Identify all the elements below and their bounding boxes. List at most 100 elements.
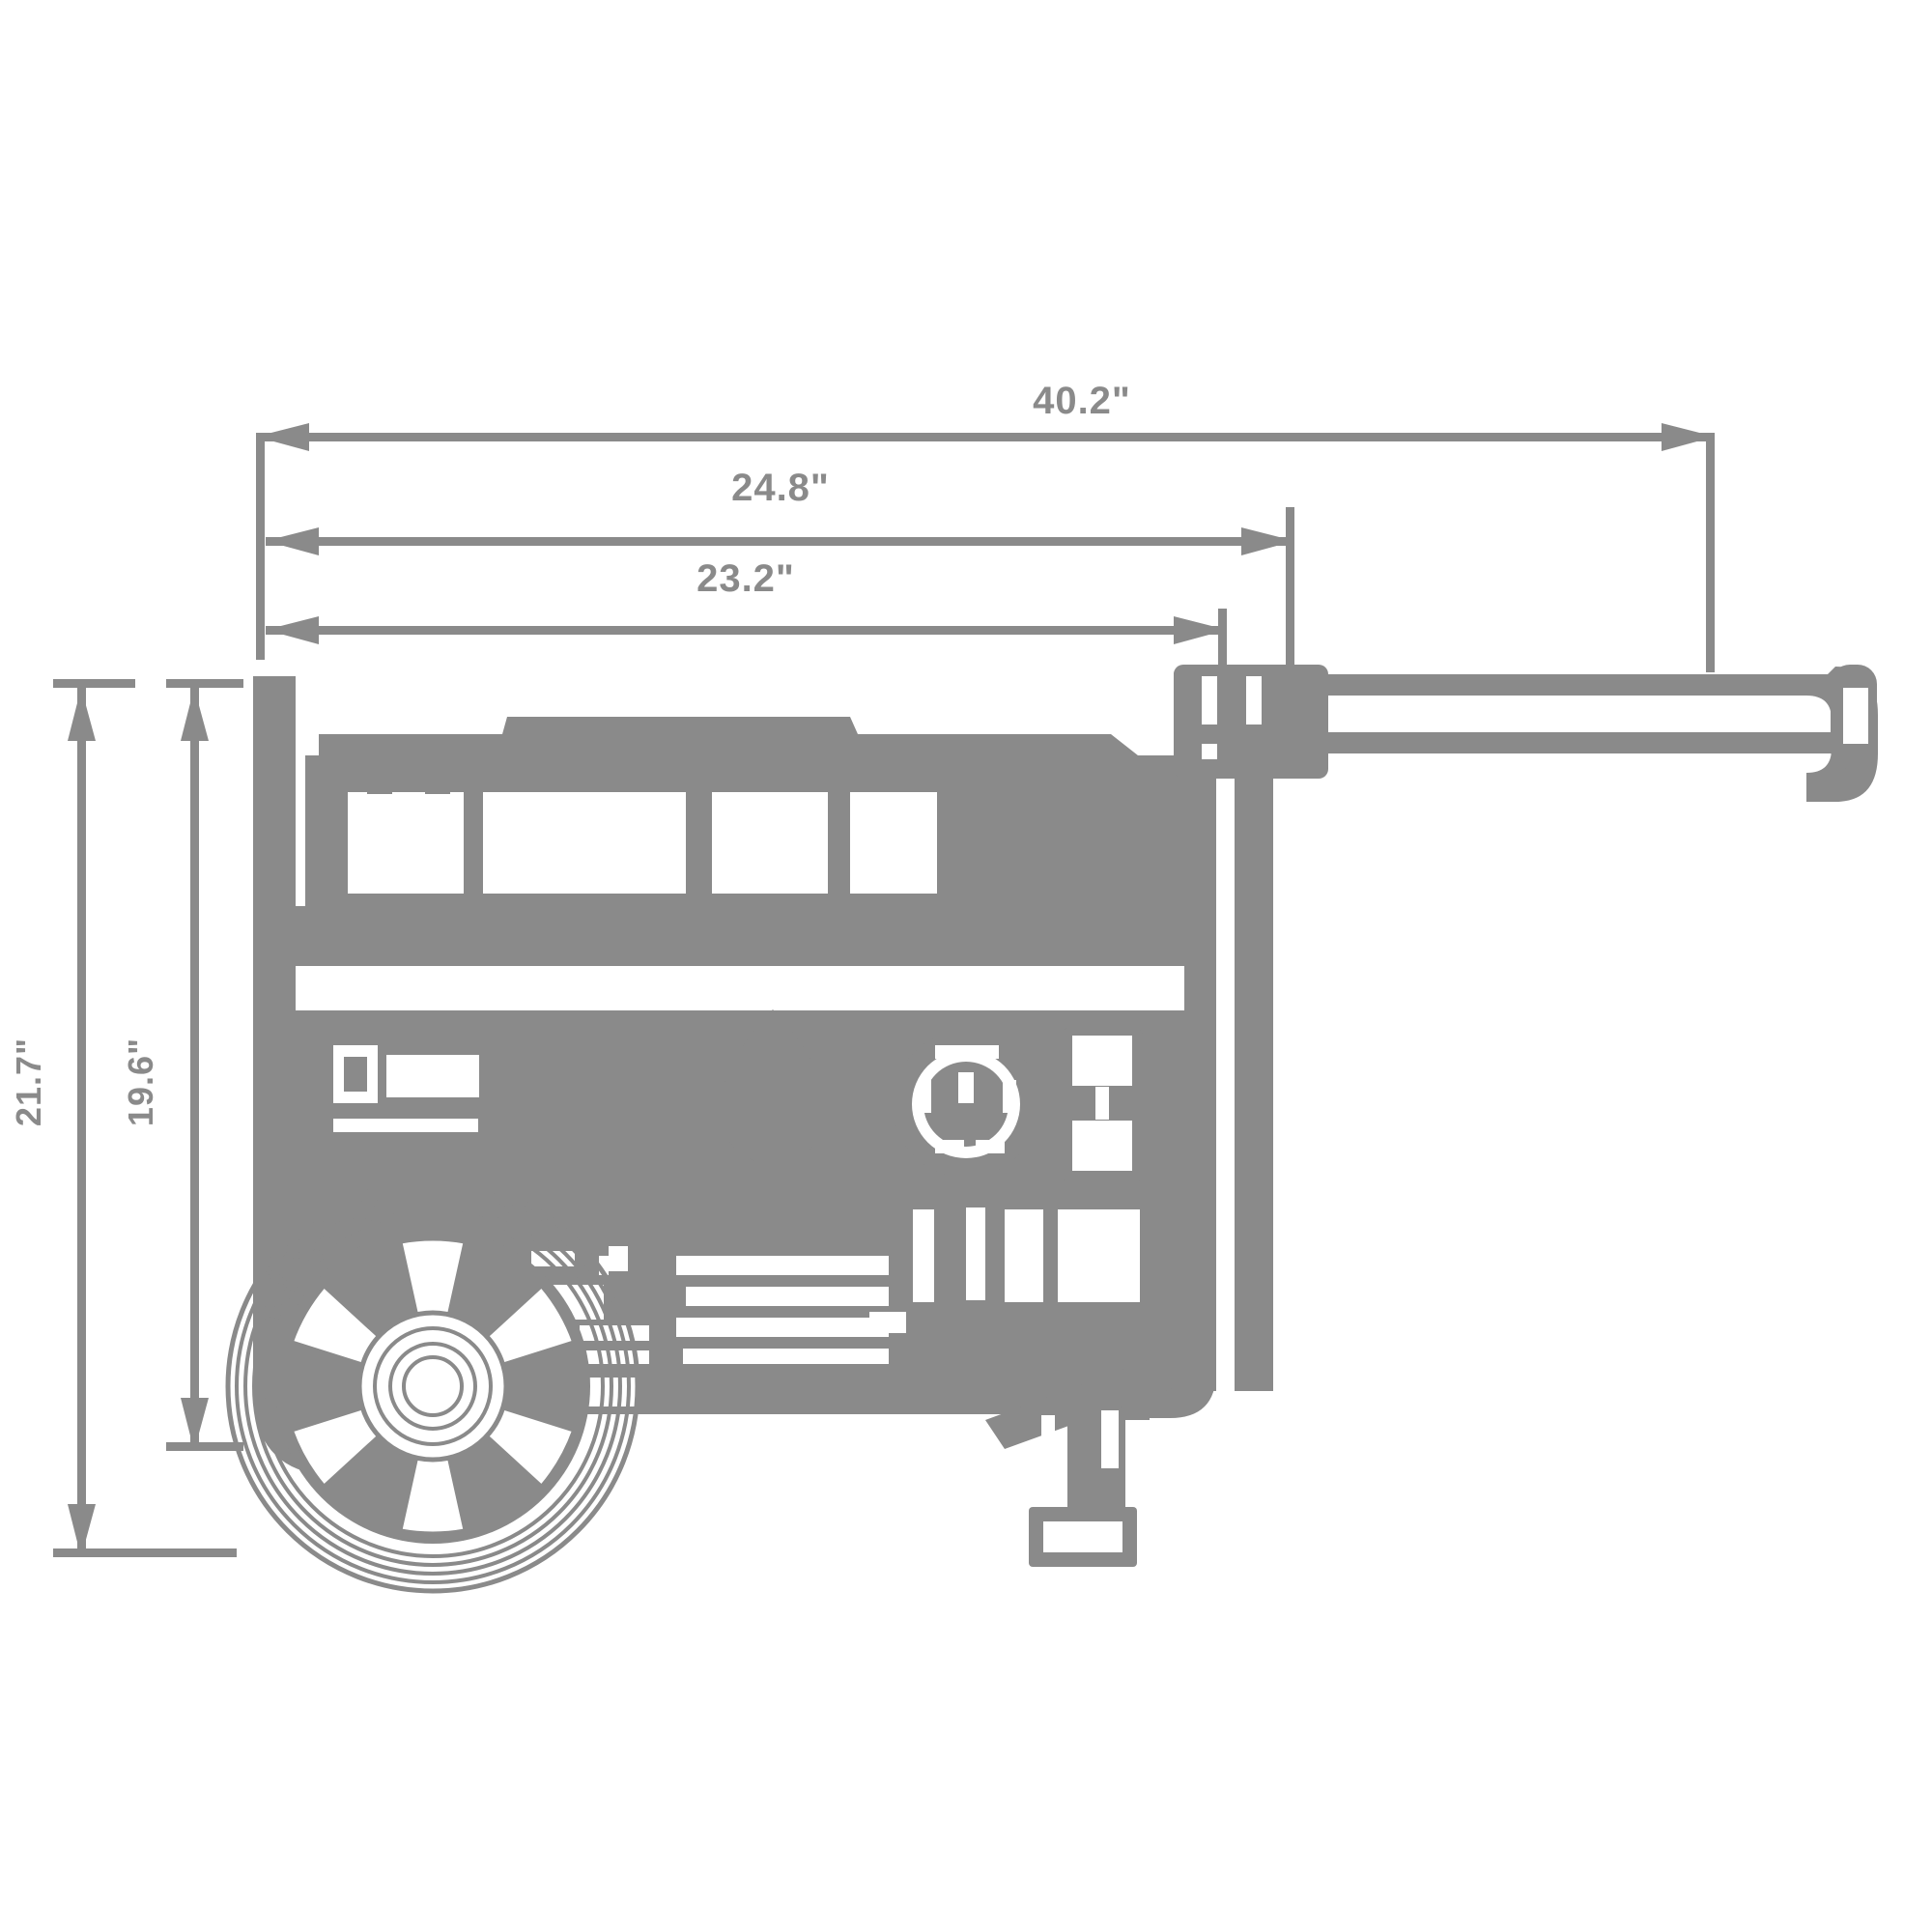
ext-line-right-248 [1286,507,1294,681]
dim-arrow-top-217 [68,688,96,741]
twistlock-slot-left [918,1080,931,1113]
dimension-frame-height [166,679,243,1451]
wheel-tire-ring-2 [235,1188,631,1584]
support-foot-slot-l [1041,1415,1055,1471]
fuel-drop-icon [720,1009,826,1164]
handle-bracket-slot-1 [1202,676,1217,724]
engine-detail-a [599,1256,609,1275]
duplex-upper-face [1072,1036,1132,1086]
tank-lower-shelf [296,906,1184,966]
breaker-underline [333,1119,478,1132]
dim-arrow-right-232 [1174,616,1227,644]
engine-fin-3 [676,1318,889,1337]
dimension-overall-height [53,679,237,1557]
dim-label-overall-width: 40.2" [1033,380,1131,422]
twist-lock-outlet-icon[interactable] [893,1031,1039,1178]
tank-recess-far-right [850,792,937,894]
twistlock-slot-center [958,1072,974,1103]
control-panel [296,1009,1184,1204]
dim-line-40 [256,433,1715,441]
choke-switch-icon[interactable] [826,1019,901,1152]
frame-right-lower-brace [1235,1304,1273,1364]
twistlock-inner-ring [923,1062,1009,1147]
muffler-gap-2 [966,1208,985,1300]
twistlock-notch-bottom-left [935,1140,964,1153]
breaker-toggle[interactable] [344,1057,367,1092]
support-foot [1029,1410,1137,1567]
duplex-slot [1095,1087,1109,1120]
wheel-6-spoke [225,1179,640,1594]
support-brace-angled [985,1352,1186,1449]
dim-arrow-left-40 [256,423,309,451]
dim-label-inner-width: 23.2" [696,557,795,600]
wheel-tire-ring-5 [261,1214,605,1558]
muffler-gap-3 [1005,1209,1043,1302]
tank-recess-left [348,792,464,894]
ext-line-left-40 [256,433,265,660]
breaker-cluster[interactable] [333,1045,479,1132]
breaker-label-plate [386,1055,479,1097]
control-panel-top-edge [296,1010,1184,1026]
dim-label-frame-width: 24.8" [731,467,830,509]
dimension-frame-width [266,507,1294,681]
tank-detail-bump-1 [367,779,392,794]
ext-line-top-196 [166,679,243,688]
duplex-lower-face [1072,1121,1132,1171]
support-foot-pad-void [1043,1521,1122,1552]
wheel-tire-ring-4 [252,1206,613,1567]
engine-detail-f [580,1350,649,1364]
fuel-tank-body [305,773,1175,908]
dim-arrow-bottom-196 [181,1398,209,1451]
dim-arrow-right-40 [1662,423,1715,451]
muffler-gap-1 [913,1209,934,1302]
choke-switch-plate[interactable] [826,1019,901,1077]
engine-detail-c [609,1246,628,1271]
tank-shelf-gap [296,966,1184,1010]
engine-fin-2 [686,1287,889,1306]
frame-right-upright-outer [1235,676,1273,1391]
ext-line-top-217 [53,679,135,688]
dim-arrow-top-196 [181,688,209,741]
engine-fin-1 [676,1256,889,1275]
twistlock-notch-top [935,1045,999,1059]
dim-arrow-left-232 [266,616,319,644]
fuel-tank-top [305,717,1175,777]
dimension-overall-width [256,423,1715,672]
wheel-tire-ring-3 [243,1197,622,1576]
handle-rail-top [1323,674,1850,696]
twistlock-slot-right [1003,1080,1016,1113]
tank-recess-right [712,792,828,894]
handle-bracket-slot-2 [1246,676,1262,724]
handle-rail-bottom [1323,732,1850,753]
support-foot-slot-r [1101,1410,1119,1468]
frame-left-cap [253,676,296,701]
wheel-axle-cap [402,1355,464,1417]
dim-line-196 [190,688,199,1451]
fuel-drop-shape [720,1009,826,1164]
handle-bracket-slot-3 [1202,744,1217,759]
engine-port-a [869,1312,906,1333]
muffler-gap-4 [1058,1209,1140,1302]
ext-line-right-40 [1706,433,1715,672]
ext-line-bottom-196 [166,1442,243,1451]
dim-line-217 [77,688,86,1557]
tank-detail-bump-2 [425,779,450,794]
dim-label-frame-height: 19.6" [121,1037,160,1126]
dimension-inner-width [266,609,1227,681]
handle-end-grip-hole [1843,688,1868,744]
dim-arrow-bottom-217 [68,1504,96,1557]
dim-label-overall-height: 21.7" [9,1037,48,1126]
dim-arrow-right-248 [1241,527,1294,555]
tank-recess-center [483,792,686,894]
ext-line-bottom-217 [53,1548,237,1557]
wheel-tire-outer [225,1179,640,1594]
tank-top-edge [305,755,1175,777]
choke-switch-stem[interactable] [848,1077,881,1152]
ext-line-right-232 [1218,609,1227,681]
twistlock-notch-bottom-right [976,1140,1005,1153]
handle-mount-block [1174,665,1328,779]
duplex-outlet-icon[interactable] [1058,1022,1147,1188]
dim-arrow-left-248 [266,527,319,555]
